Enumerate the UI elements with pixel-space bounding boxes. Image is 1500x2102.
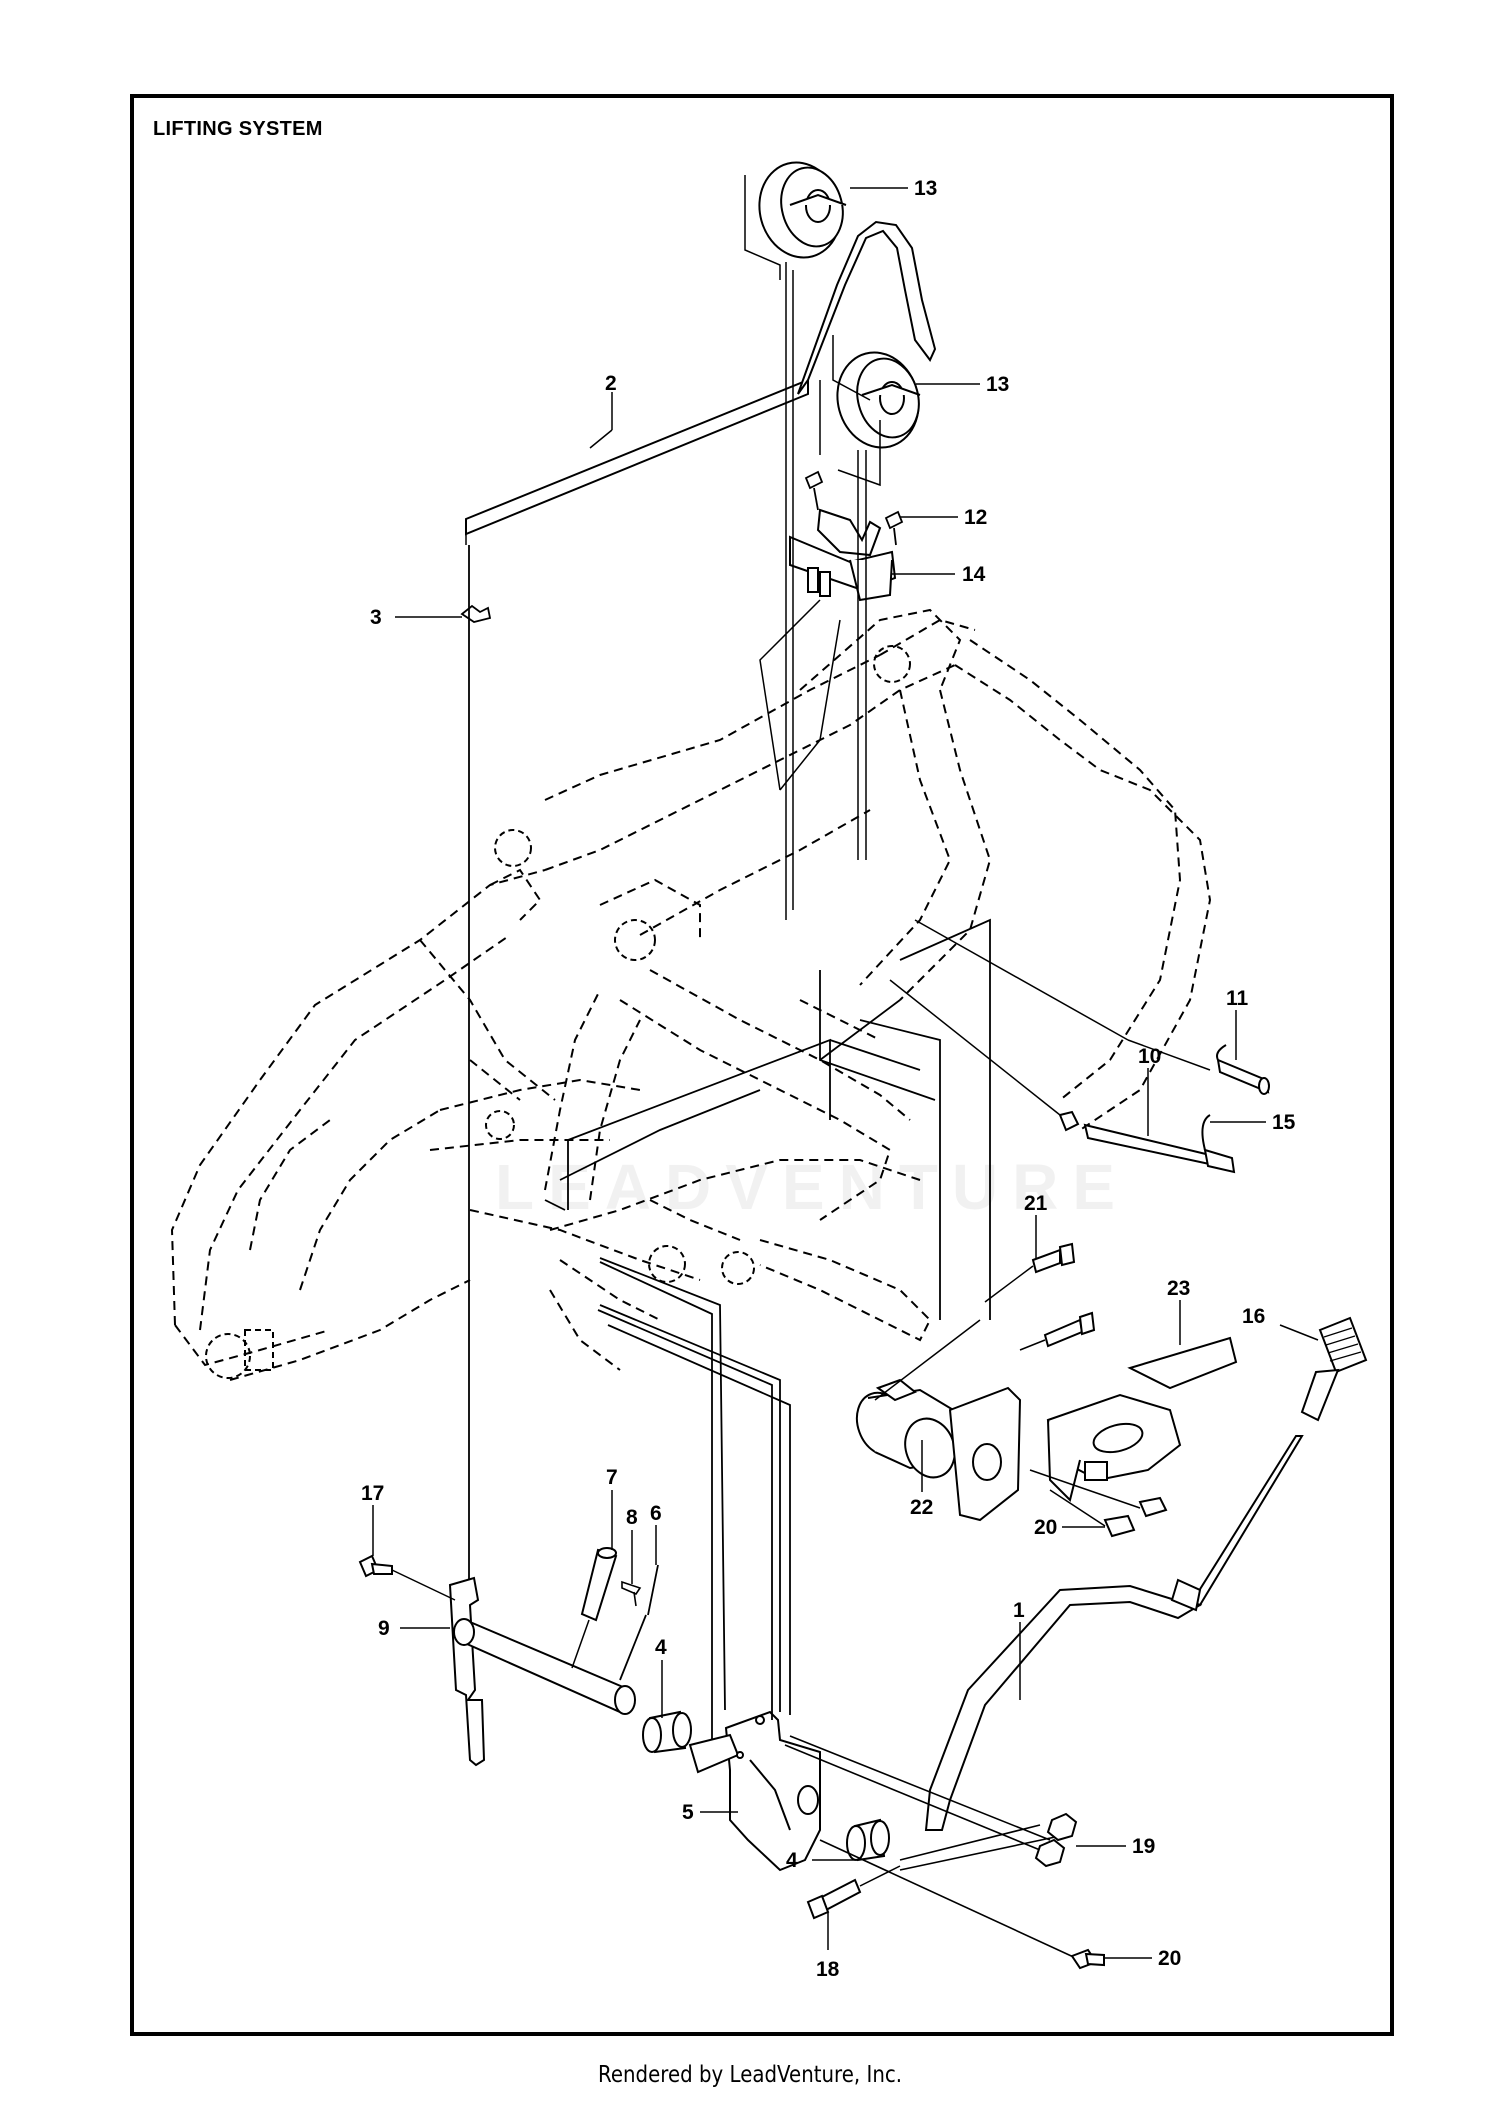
callout-16: 16 xyxy=(1242,1305,1265,1328)
part-6-spring xyxy=(619,1564,659,1681)
part-11-pin xyxy=(1216,1044,1270,1095)
callout-1: 1 xyxy=(1013,1599,1025,1622)
callouts: 13 13 2 12 14 3 11 10 15 21 23 16 17 7 8… xyxy=(361,177,1296,1981)
part-18-bolt xyxy=(806,1878,862,1920)
part-9-shaft xyxy=(453,1618,636,1715)
callout-20-upper: 20 xyxy=(1034,1516,1057,1539)
callout-14: 14 xyxy=(962,563,986,586)
part-21-bolt-b xyxy=(1043,1311,1096,1348)
callout-4-lower: 4 xyxy=(786,1849,798,1872)
part-23-plate xyxy=(1046,1336,1238,1502)
callout-11: 11 xyxy=(1226,987,1249,1010)
callout-18: 18 xyxy=(816,1958,840,1981)
callout-10: 10 xyxy=(1138,1045,1161,1068)
part-19-nut xyxy=(1046,1812,1078,1842)
part-5-bracket xyxy=(688,1710,821,1872)
part-14-bracket xyxy=(789,508,897,602)
callout-19: 19 xyxy=(1132,1835,1155,1858)
callout-8: 8 xyxy=(626,1506,638,1529)
callout-3: 3 xyxy=(370,606,382,629)
leader-lines xyxy=(372,187,1319,1959)
part-2-support-bar xyxy=(465,220,937,536)
mount-box xyxy=(559,918,991,1320)
part-13-pulley-lower xyxy=(836,351,921,449)
linkage-rods xyxy=(544,1199,791,1740)
callout-4-upper: 4 xyxy=(655,1636,667,1659)
part-4-bushing-upper xyxy=(642,1710,692,1754)
callout-23: 23 xyxy=(1167,1277,1190,1300)
part-20-bolt-upper xyxy=(1103,1496,1168,1538)
callout-6: 6 xyxy=(650,1502,662,1525)
watermark: LEADVENTURE xyxy=(495,1151,1130,1223)
part-20-bolt-lower xyxy=(1070,1948,1105,1970)
callout-9: 9 xyxy=(378,1617,390,1640)
callout-21: 21 xyxy=(1024,1192,1048,1215)
pulley-boxes xyxy=(744,175,881,487)
part-7-pin xyxy=(580,1547,618,1622)
callout-5: 5 xyxy=(682,1801,694,1824)
footer-credit: Rendered by LeadVenture, Inc. xyxy=(597,2062,903,2088)
callout-20-lower: 20 xyxy=(1158,1947,1181,1970)
chassis-bosses xyxy=(205,645,911,1379)
callout-17: 17 xyxy=(361,1482,384,1505)
part-19-nut-b xyxy=(1034,1838,1066,1868)
diagram-frame xyxy=(130,94,1394,2036)
part-9-plate xyxy=(448,1576,486,1767)
callout-22: 22 xyxy=(910,1496,933,1519)
part-17-bolt xyxy=(358,1554,393,1578)
part-4-bushing-lower xyxy=(846,1818,890,1862)
callout-7: 7 xyxy=(606,1466,618,1489)
part-3-clip xyxy=(460,604,492,623)
part-22-tube xyxy=(855,1378,1022,1522)
part-15-clip xyxy=(1201,1114,1211,1151)
part-10-pin xyxy=(1058,1110,1236,1174)
chassis-frame xyxy=(170,608,1212,1381)
part-16-grip xyxy=(1300,1316,1368,1422)
part-12-bolts xyxy=(804,470,904,546)
callout-13-upper: 13 xyxy=(914,177,937,200)
part-8-pin xyxy=(621,1580,642,1607)
callout-12: 12 xyxy=(964,506,987,529)
callout-2: 2 xyxy=(605,372,617,395)
part-1-lever xyxy=(924,1435,1304,1831)
cable-lines xyxy=(759,262,867,920)
callout-15: 15 xyxy=(1272,1111,1296,1134)
part-21-bolt xyxy=(1031,1242,1076,1274)
part-13-pulley-upper xyxy=(758,161,847,259)
cross-shaft xyxy=(784,1735,1081,1961)
diagram-title: LIFTING SYSTEM xyxy=(153,118,323,140)
callout-13-lower: 13 xyxy=(986,373,1009,396)
